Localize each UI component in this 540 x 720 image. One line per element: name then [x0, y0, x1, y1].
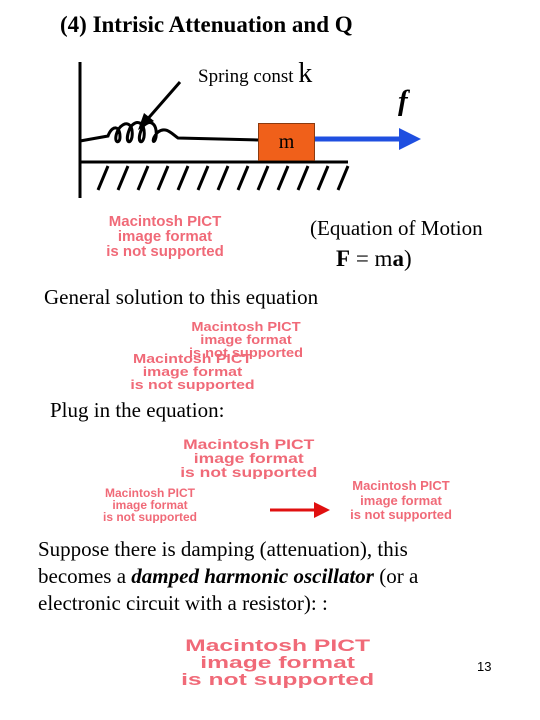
- pict-line: Macintosh PICT: [183, 437, 315, 452]
- spring-k-symbol: k: [298, 58, 313, 89]
- damping-paragraph: Suppose there is damping (attenuation), …: [38, 536, 538, 617]
- pict-line: Macintosh PICT: [104, 487, 195, 500]
- damping-line-2-post: (or a: [373, 564, 419, 588]
- pict-line: image format: [112, 498, 188, 512]
- pict-line: image format: [200, 332, 292, 347]
- pict-placeholder-7: Macintosh PICT image format is not suppo…: [100, 637, 455, 688]
- plug-in-text: Plug in the equation:: [50, 398, 225, 422]
- page-number: 13: [477, 659, 492, 674]
- pict-placeholder-6: Macintosh PICT image format is not suppo…: [338, 479, 464, 523]
- spring-mass-diagram: [78, 62, 421, 198]
- pict-line: image format: [117, 228, 213, 245]
- pict-line: Macintosh PICT: [352, 479, 450, 493]
- damped-oscillator-emphasis: damped harmonic oscillator: [131, 564, 374, 588]
- pict-placeholder-1: Macintosh PICT image format is not suppo…: [70, 214, 260, 259]
- pict-line: image format: [200, 653, 356, 672]
- general-solution-text: General solution to this equation: [44, 285, 319, 309]
- pict-line: is not supported: [188, 345, 304, 359]
- equation-f-ma: F = ma): [336, 246, 412, 272]
- force-label: f: [398, 85, 408, 117]
- damping-line-2-pre: becomes a: [38, 564, 132, 588]
- spring-constant-label: Spring const k: [198, 58, 312, 90]
- eq-f-symbol: F: [336, 246, 351, 271]
- damping-line-3: electronic circuit with a resistor): :: [38, 591, 328, 615]
- pict-line: is not supported: [181, 670, 375, 688]
- pict-line: image format: [142, 364, 243, 379]
- red-arrow: [270, 502, 330, 518]
- pict-placeholder-4: Macintosh PICT image format is not suppo…: [80, 437, 418, 479]
- pict-placeholder-2: Macintosh PICT image format is not suppo…: [120, 320, 372, 359]
- eq-close: ): [403, 246, 412, 271]
- pointer-arrow-line: [143, 81, 182, 123]
- damping-line-2: becomes a damped harmonic oscillator (or…: [38, 563, 538, 590]
- pict-placeholder-3: Macintosh PICT image format is not suppo…: [40, 352, 345, 391]
- pict-line: is not supported: [103, 510, 197, 523]
- spring-coil: [79, 121, 259, 144]
- pict-line: image format: [360, 492, 442, 508]
- equation-of-motion-label: (Equation of Motion: [310, 216, 483, 240]
- spring-const-text: Spring const: [198, 66, 294, 87]
- pict-line: Macintosh PICT: [185, 637, 371, 655]
- ground-hatching: [96, 165, 350, 191]
- force-arrow-head: [399, 128, 421, 150]
- eq-a-symbol: a: [392, 246, 404, 271]
- pict-line: is not supported: [350, 507, 452, 523]
- pict-line: Macintosh PICT: [133, 352, 252, 366]
- mass-block: m: [258, 123, 315, 161]
- pict-line: Macintosh PICT: [191, 320, 301, 334]
- pict-line: image format: [193, 450, 304, 466]
- pict-placeholder-5: Macintosh PICT image format is not suppo…: [55, 487, 245, 523]
- pict-line: is not supported: [180, 464, 318, 479]
- pict-line: Macintosh PICT: [108, 214, 222, 230]
- pict-line: is not supported: [106, 243, 224, 259]
- pict-line: is not supported: [130, 377, 255, 391]
- pointer-arrow-head: [138, 113, 154, 130]
- red-arrow-head: [314, 502, 330, 518]
- eq-equals-m: = m: [350, 246, 393, 271]
- slide-title: (4) Intrisic Attenuation and Q: [60, 12, 353, 37]
- damping-line-1: Suppose there is damping (attenuation), …: [38, 537, 408, 561]
